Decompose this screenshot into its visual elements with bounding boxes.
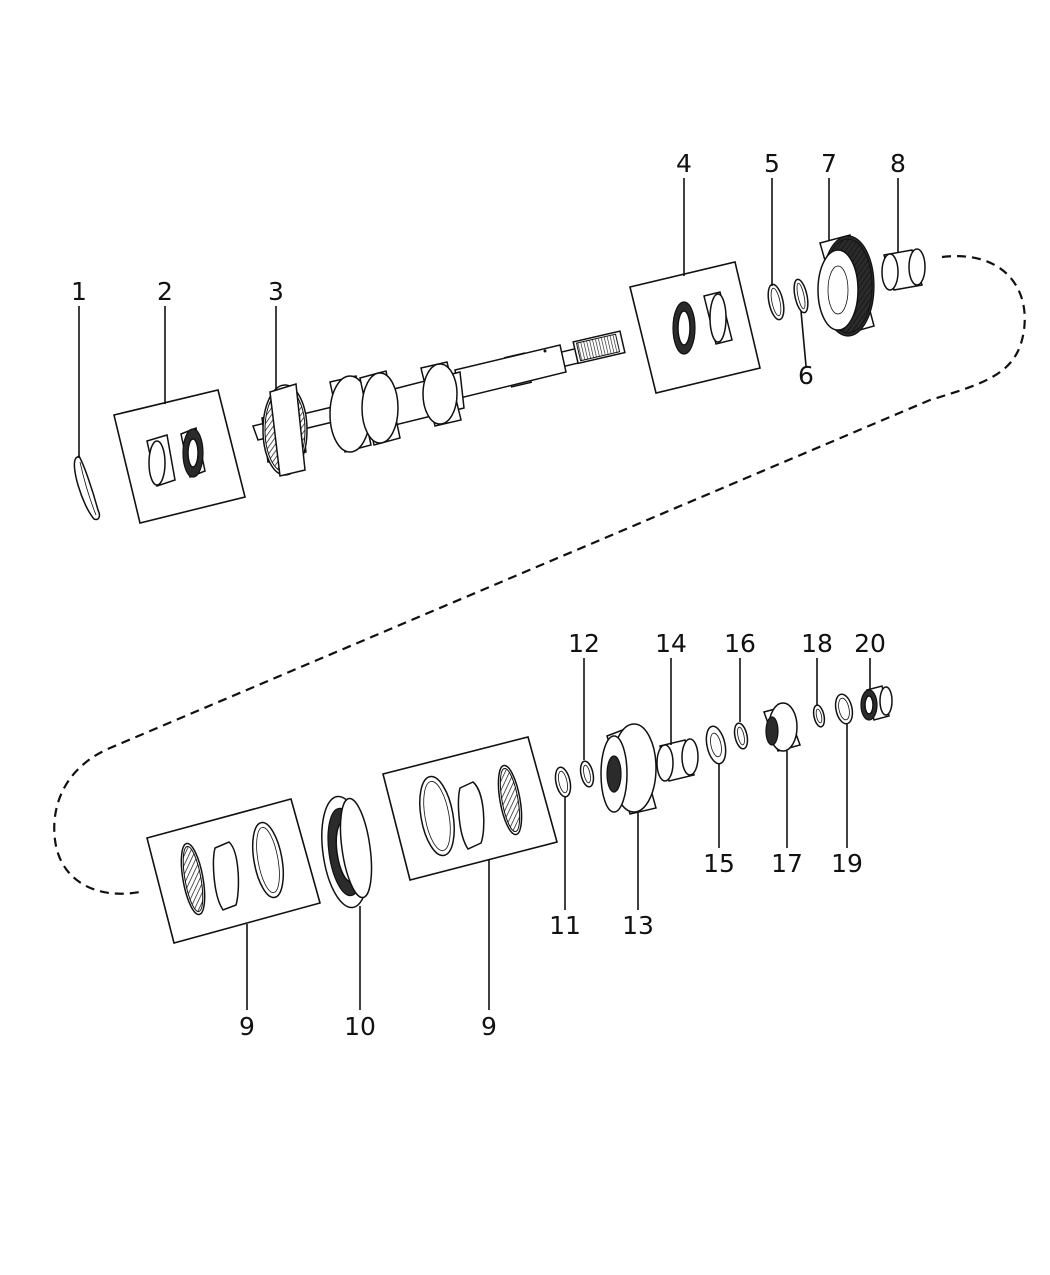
callout-1: 1 <box>71 277 87 306</box>
part-6-snap-ring <box>793 278 809 314</box>
callout-17: 17 <box>771 849 803 878</box>
part-3-main-shaft <box>252 330 626 477</box>
callout-6: 6 <box>798 361 814 390</box>
dashed-connector-line <box>53 255 1026 895</box>
callout-2: 2 <box>157 277 173 306</box>
callout-4: 4 <box>676 149 692 178</box>
callout-13: 13 <box>622 911 654 940</box>
callout-19: 19 <box>831 849 863 878</box>
part-4-bearing-kit <box>629 261 761 394</box>
callout-8: 8 <box>890 149 906 178</box>
part-18-snap-ring <box>812 704 826 728</box>
part-11-snap-ring <box>554 766 572 798</box>
part-10-synchro-hub <box>321 795 373 909</box>
callout-16: 16 <box>724 629 756 658</box>
part-13-gear <box>600 723 657 815</box>
leader-lines <box>78 178 899 1010</box>
part-14-needle-bearing <box>656 738 699 782</box>
callout-11: 11 <box>549 911 581 940</box>
part-17-helical-gear <box>763 702 801 752</box>
callout-14: 14 <box>655 629 687 658</box>
part-19-retaining-ring <box>834 693 854 725</box>
part-2-bearing-kit <box>113 389 246 524</box>
callout-15: 15 <box>703 849 735 878</box>
callout-12: 12 <box>568 629 600 658</box>
callout-18: 18 <box>801 629 833 658</box>
callout-20: 20 <box>854 629 886 658</box>
callout-5: 5 <box>764 149 780 178</box>
part-9-synchronizer-kit-right <box>382 736 558 881</box>
callout-9-right: 9 <box>481 1012 497 1041</box>
part-16-snap-ring <box>733 722 749 750</box>
part-9-synchronizer-kit-left <box>146 798 321 944</box>
callout-10: 10 <box>344 1012 376 1041</box>
part-15-thrust-washer <box>705 725 727 765</box>
part-8-needle-bearing <box>881 248 926 291</box>
callout-7: 7 <box>821 149 837 178</box>
part-1-washer <box>73 454 101 521</box>
callout-9-left: 9 <box>239 1012 255 1041</box>
part-20-bearing <box>860 685 893 721</box>
callout-3: 3 <box>268 277 284 306</box>
part-12-snap-ring <box>579 760 595 788</box>
part-7-gear <box>817 234 875 337</box>
part-5-snap-ring <box>767 283 785 321</box>
